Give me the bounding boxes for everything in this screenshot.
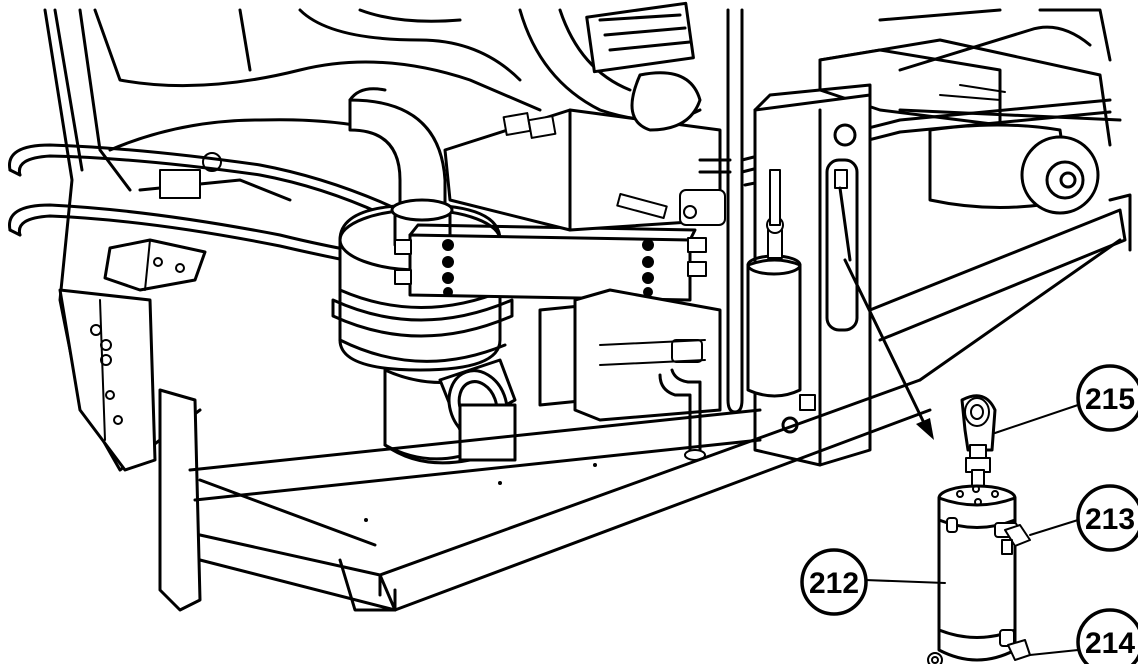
leader-lines: [864, 404, 1079, 656]
detail-cylinder: [927, 394, 1031, 664]
valve-fittings: [599, 169, 852, 461]
left-frame-panel: [43, 8, 202, 472]
detail-arrow: [843, 258, 934, 440]
callout-212: 212: [800, 548, 868, 616]
callout-214: 214: [1076, 608, 1138, 664]
base-frame: [158, 193, 1132, 612]
installed-cylinder: [746, 169, 816, 411]
callout-213: 213: [1076, 484, 1138, 552]
central-housing: [443, 108, 722, 422]
callout-label-212: 212: [809, 567, 859, 600]
manifold-block: [394, 223, 707, 302]
callout-label-215: 215: [1085, 383, 1135, 416]
left-bracket: [103, 238, 207, 292]
callout-label-214: 214: [1085, 627, 1135, 660]
callout-label-213: 213: [1085, 503, 1135, 536]
upper-housing: [93, 8, 542, 202]
callout-215: 215: [1076, 364, 1138, 432]
motor-assembly: [518, 1, 1122, 215]
